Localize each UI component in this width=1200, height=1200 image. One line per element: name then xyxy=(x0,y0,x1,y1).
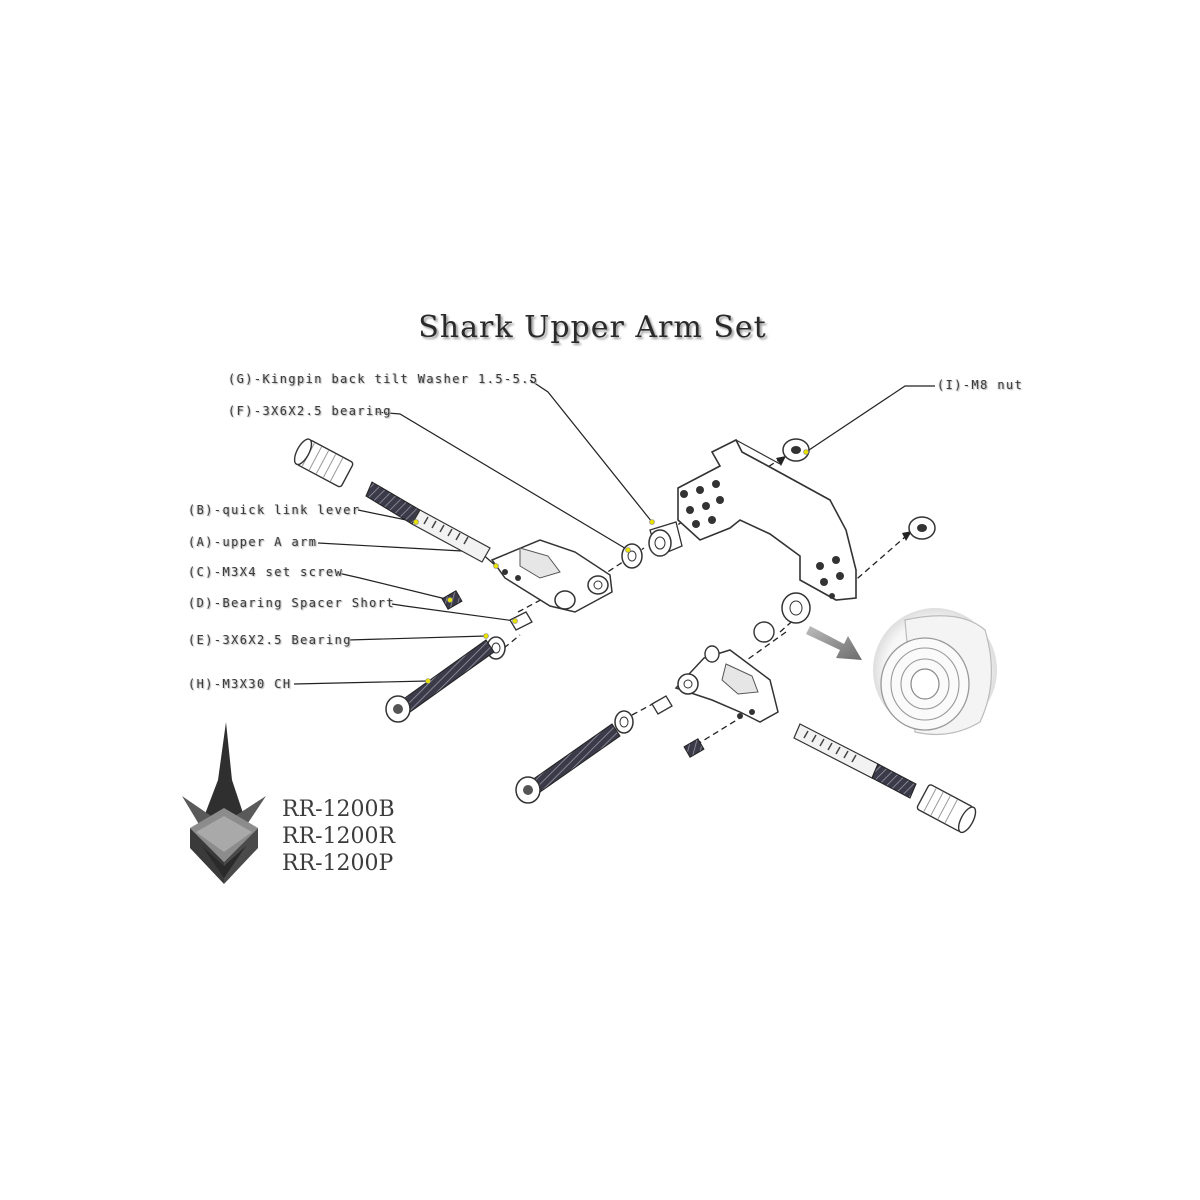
washer-g-upper xyxy=(648,521,683,557)
leader-e xyxy=(347,635,487,641)
upper-a-arm-lower xyxy=(674,645,779,723)
leader-h xyxy=(293,680,429,685)
leader-c xyxy=(337,572,451,601)
bearing-detail-zoom xyxy=(873,608,997,736)
screw-h-lower xyxy=(515,723,621,804)
upper-a-arm-upper xyxy=(490,539,613,613)
m8-nut xyxy=(782,438,810,462)
model-numbers: RR-1200B RR-1200R RR-1200P xyxy=(282,796,395,877)
marker-dots xyxy=(413,449,809,684)
m8-nut-lower xyxy=(908,516,936,540)
label-part-i: (I)-M8 nut xyxy=(937,378,1024,392)
model-number: RR-1200B xyxy=(282,797,395,822)
bearing-spacer-upper xyxy=(509,611,533,631)
set-screw-lower xyxy=(683,738,705,758)
model-number: RR-1200P xyxy=(282,851,394,876)
quick-link-lever-upper xyxy=(293,438,491,563)
leader-d xyxy=(391,603,516,622)
label-part-a: (A)-upper A arm xyxy=(188,535,318,549)
label-part-f: (F)-3X6X2.5 bearing xyxy=(228,404,392,418)
label-part-b: (B)-quick link lever xyxy=(188,503,361,517)
leader-f xyxy=(375,411,629,551)
detail-arrow xyxy=(806,626,862,660)
bearing-middle xyxy=(753,592,811,643)
brand-logo xyxy=(182,722,266,884)
leader-g xyxy=(529,379,653,523)
diagram-title: Shark Upper Arm Set xyxy=(418,310,767,345)
bearing-spacer-lower xyxy=(651,695,673,715)
kingpin-carrier xyxy=(677,438,857,601)
screw-h-upper xyxy=(385,639,495,723)
quick-link-lever-lower xyxy=(793,723,977,834)
label-part-c: (C)-M3X4 set screw xyxy=(188,565,344,579)
label-part-d: (D)-Bearing Spacer Short xyxy=(188,596,395,610)
label-part-h: (H)-M3X30 CH xyxy=(188,677,292,691)
label-part-e: (E)-3X6X2.5 Bearing xyxy=(188,633,352,647)
bearing-e-lower xyxy=(614,710,634,734)
model-number: RR-1200R xyxy=(282,824,396,849)
leader-i xyxy=(805,385,935,453)
label-part-g: (G)-Kingpin back tilt Washer 1.5-5.5 xyxy=(228,372,539,386)
axis-arrowheads xyxy=(776,456,912,541)
bearing-f-upper xyxy=(621,543,643,569)
